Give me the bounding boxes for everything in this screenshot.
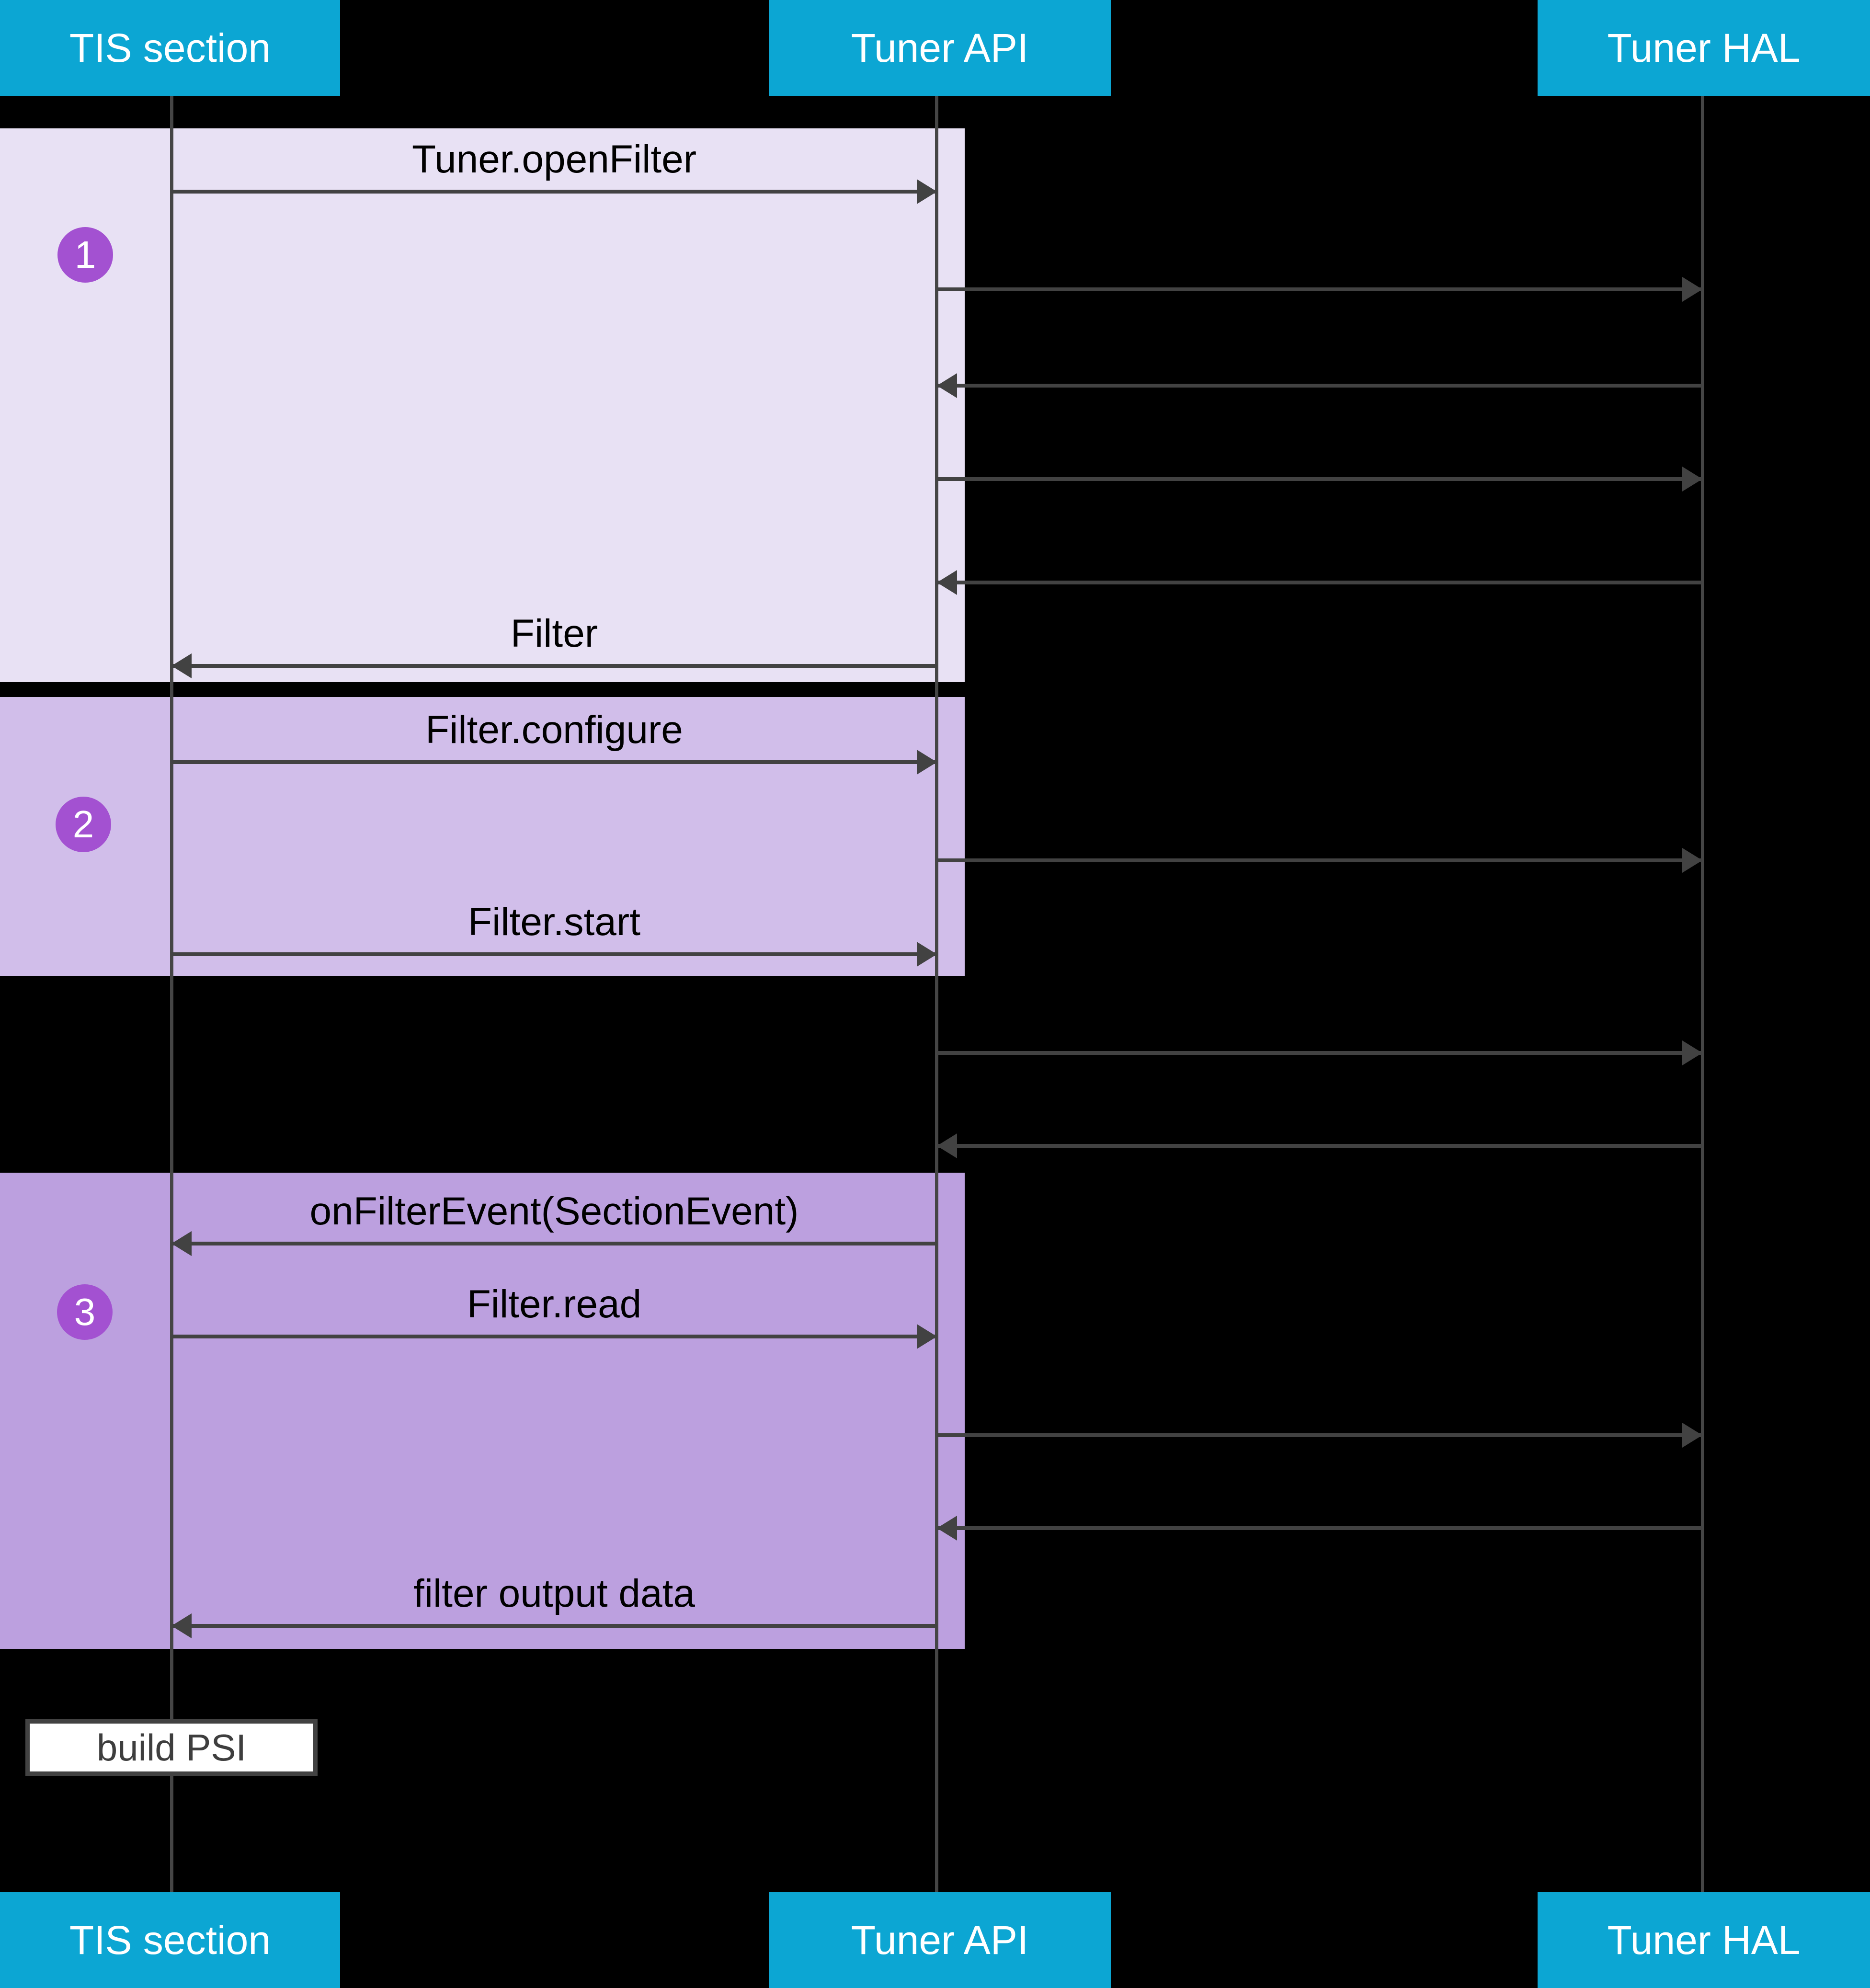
note-label: build PSI <box>96 1726 247 1769</box>
arrow-api-to-hal-1 <box>937 277 1702 302</box>
arrow-api-to-hal-5 <box>937 1423 1702 1448</box>
actor-header-tis-section-bottom: TIS section <box>0 1892 340 1988</box>
step-number: 3 <box>74 1291 96 1333</box>
arrow-filter-start: Filter.start <box>171 900 937 967</box>
message-label: Filter.configure <box>425 708 683 752</box>
arrow-hal-to-api-4 <box>937 1516 1702 1541</box>
arrowhead-right-icon <box>917 179 937 204</box>
actor-header-tuner-api-top: Tuner API <box>769 0 1111 96</box>
step-number: 2 <box>72 803 94 845</box>
step-number: 1 <box>74 233 96 276</box>
actor-label: Tuner API <box>851 25 1029 70</box>
arrowhead-left-icon <box>937 1516 957 1541</box>
arrowhead-left-icon <box>937 570 957 595</box>
arrow-api-to-hal-2 <box>937 467 1702 491</box>
message-label: Filter <box>510 611 598 655</box>
message-label: filter output data <box>413 1571 696 1615</box>
step-badge-1: 1 <box>57 227 113 283</box>
actor-label: TIS section <box>69 25 271 70</box>
lifeline-tis-section <box>170 96 173 1892</box>
arrowhead-left-icon <box>171 1613 192 1638</box>
arrow-filter-configure: Filter.configure <box>171 708 937 775</box>
arrowhead-left-icon <box>171 653 192 678</box>
actor-header-tuner-hal-top: Tuner HAL <box>1538 0 1870 96</box>
arrow-hal-to-api-2 <box>937 570 1702 595</box>
actor-label: Tuner HAL <box>1607 1917 1801 1963</box>
actor-header-tuner-hal-bottom: Tuner HAL <box>1538 1892 1870 1988</box>
lifeline-tuner-hal <box>1701 96 1704 1892</box>
arrowhead-left-icon <box>171 1231 192 1256</box>
arrow-onfilterevent: onFilterEvent(SectionEvent) <box>171 1189 937 1256</box>
arrowhead-right-icon <box>1682 467 1702 491</box>
phase-box-step-3 <box>0 1173 965 1649</box>
lifeline-tuner-api <box>935 96 938 1892</box>
message-label: Tuner.openFilter <box>411 137 697 181</box>
arrow-filter-return: Filter <box>171 612 937 678</box>
arrow-hal-to-api-3 <box>937 1133 1702 1158</box>
arrow-filter-output-data: filter output data <box>171 1572 937 1638</box>
actor-label: TIS section <box>69 1917 271 1963</box>
message-label: Filter.read <box>467 1282 642 1326</box>
arrow-api-to-hal-3 <box>937 848 1702 873</box>
arrow-tuner-openfilter: Tuner.openFilter <box>171 137 937 204</box>
actor-header-tis-section-top: TIS section <box>0 0 340 96</box>
arrow-filter-read: Filter.read <box>171 1282 937 1349</box>
step-badge-2: 2 <box>56 797 111 852</box>
message-label: onFilterEvent(SectionEvent) <box>309 1189 799 1233</box>
arrowhead-right-icon <box>1682 277 1702 302</box>
arrowhead-right-icon <box>1682 1423 1702 1448</box>
actor-label: Tuner API <box>851 1917 1029 1963</box>
arrowhead-right-icon <box>917 1324 937 1349</box>
arrowhead-left-icon <box>937 1133 957 1158</box>
arrowhead-right-icon <box>1682 848 1702 873</box>
actor-label: Tuner HAL <box>1607 25 1801 70</box>
actor-header-tuner-api-bottom: Tuner API <box>769 1892 1111 1988</box>
phase-box-step-1 <box>0 128 965 682</box>
message-label: Filter.start <box>468 900 640 944</box>
arrowhead-right-icon <box>1682 1040 1702 1065</box>
step-badge-3: 3 <box>57 1284 113 1340</box>
arrowhead-left-icon <box>937 373 957 398</box>
arrow-hal-to-api-1 <box>937 373 1702 398</box>
build-psi-note: build PSI <box>25 1719 318 1776</box>
arrowhead-right-icon <box>917 750 937 775</box>
phase-box-step-2 <box>0 697 965 976</box>
arrow-api-to-hal-4 <box>937 1040 1702 1065</box>
arrowhead-right-icon <box>917 942 937 967</box>
